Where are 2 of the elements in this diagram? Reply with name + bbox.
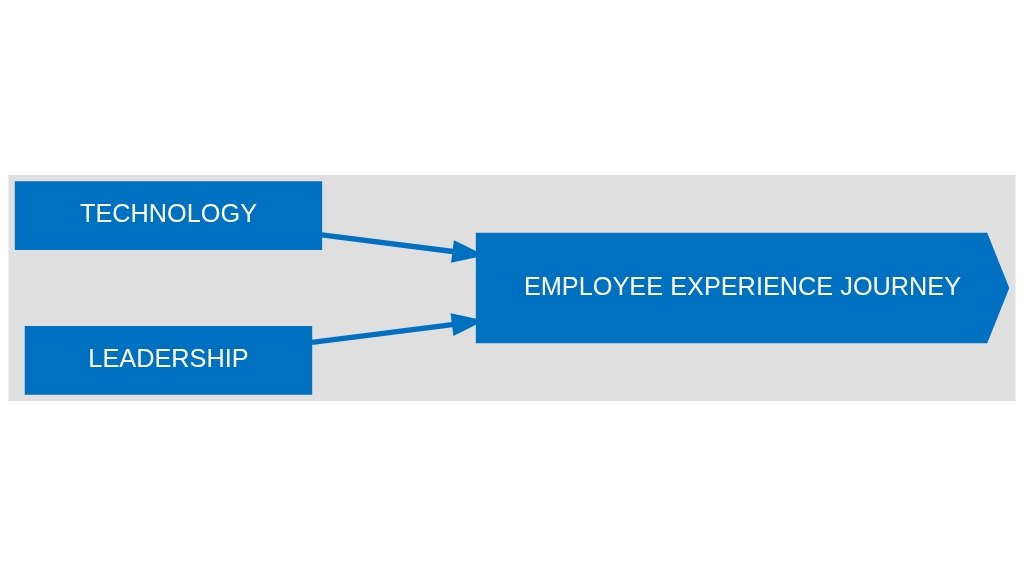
node-box: LEADERSHIP bbox=[24, 325, 313, 395]
node-box: TECHNOLOGY bbox=[14, 181, 323, 251]
